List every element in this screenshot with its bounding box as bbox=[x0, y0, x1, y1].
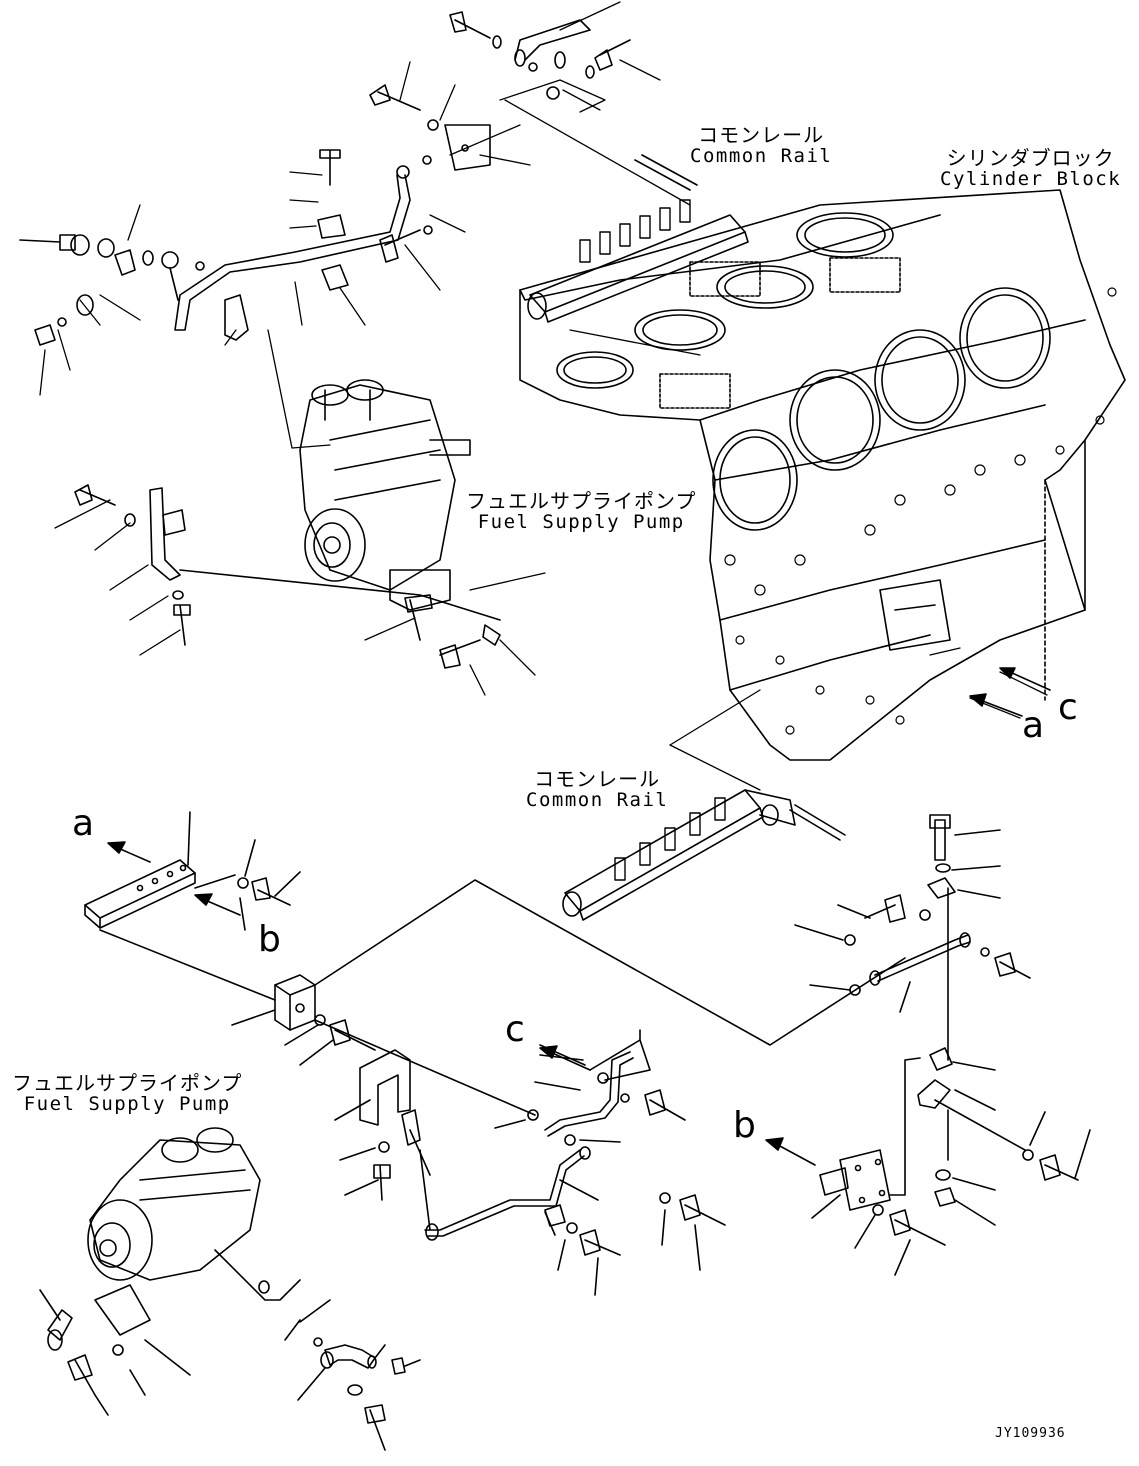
right-assembly bbox=[794, 814, 1091, 1276]
fuel-supply-pump-upper-en: Fuel Supply Pump bbox=[477, 511, 685, 534]
leader-lines bbox=[39, 1, 701, 696]
document-id: JY109936 bbox=[995, 1426, 1066, 1441]
fuel-supply-pump-lower-jp: フュエルサプライポンプ bbox=[12, 1071, 243, 1095]
fuel-supply-pump-lower-en: Fuel Supply Pump bbox=[23, 1093, 231, 1116]
fuel-supply-pump-upper-jp: フュエルサプライポンプ bbox=[466, 489, 697, 513]
ref-letter-c-block: c bbox=[1058, 687, 1078, 728]
common-rail-lower-drawing bbox=[562, 789, 846, 921]
upper-pipe-set bbox=[19, 11, 631, 669]
fuel-supply-pump-lower-label: フュエルサプライポンプ Fuel Supply Pump bbox=[12, 1072, 242, 1116]
common-rail-lower-jp: コモンレール bbox=[534, 767, 661, 791]
ref-letter-b-bracket: b bbox=[733, 1105, 756, 1146]
ref-letter-a-bar: a bbox=[72, 803, 95, 844]
cylinder-block-en: Cylinder Block bbox=[940, 168, 1122, 191]
common-rail-lower-en: Common Rail bbox=[526, 789, 669, 812]
common-rail-upper-drawing bbox=[527, 154, 749, 323]
common-rail-upper-en: Common Rail bbox=[690, 145, 833, 168]
common-rail-lower-label: コモンレール Common Rail bbox=[526, 768, 668, 812]
bottom-elbow bbox=[284, 1299, 421, 1451]
arrows-right bbox=[539, 1045, 816, 1166]
fuel-supply-pump-upper-label: フュエルサプライポンプ Fuel Supply Pump bbox=[466, 490, 696, 534]
fuel-supply-pump-lower-drawing bbox=[39, 1127, 301, 1416]
ref-letter-c-pipe: c bbox=[505, 1009, 525, 1050]
cylinder-block bbox=[519, 189, 1126, 761]
center-block bbox=[99, 879, 906, 1116]
common-rail-upper-jp: コモンレール bbox=[698, 123, 825, 147]
ref-letter-a-block: a bbox=[1022, 705, 1045, 746]
ref-letter-b-bar: b bbox=[258, 919, 281, 960]
common-rail-upper-label: コモンレール Common Rail bbox=[690, 124, 832, 168]
lower-bracket bbox=[334, 1049, 431, 1231]
arrows-block bbox=[969, 667, 1051, 717]
lower-bar bbox=[84, 811, 301, 931]
cylinder-block-label: シリンダブロック Cylinder Block bbox=[940, 147, 1121, 191]
arrows-bar bbox=[107, 841, 241, 916]
lower-pipe-set bbox=[424, 1029, 726, 1296]
fuel-supply-pump-upper-drawing bbox=[299, 379, 471, 611]
cylinder-block-jp: シリンダブロック bbox=[946, 146, 1115, 170]
